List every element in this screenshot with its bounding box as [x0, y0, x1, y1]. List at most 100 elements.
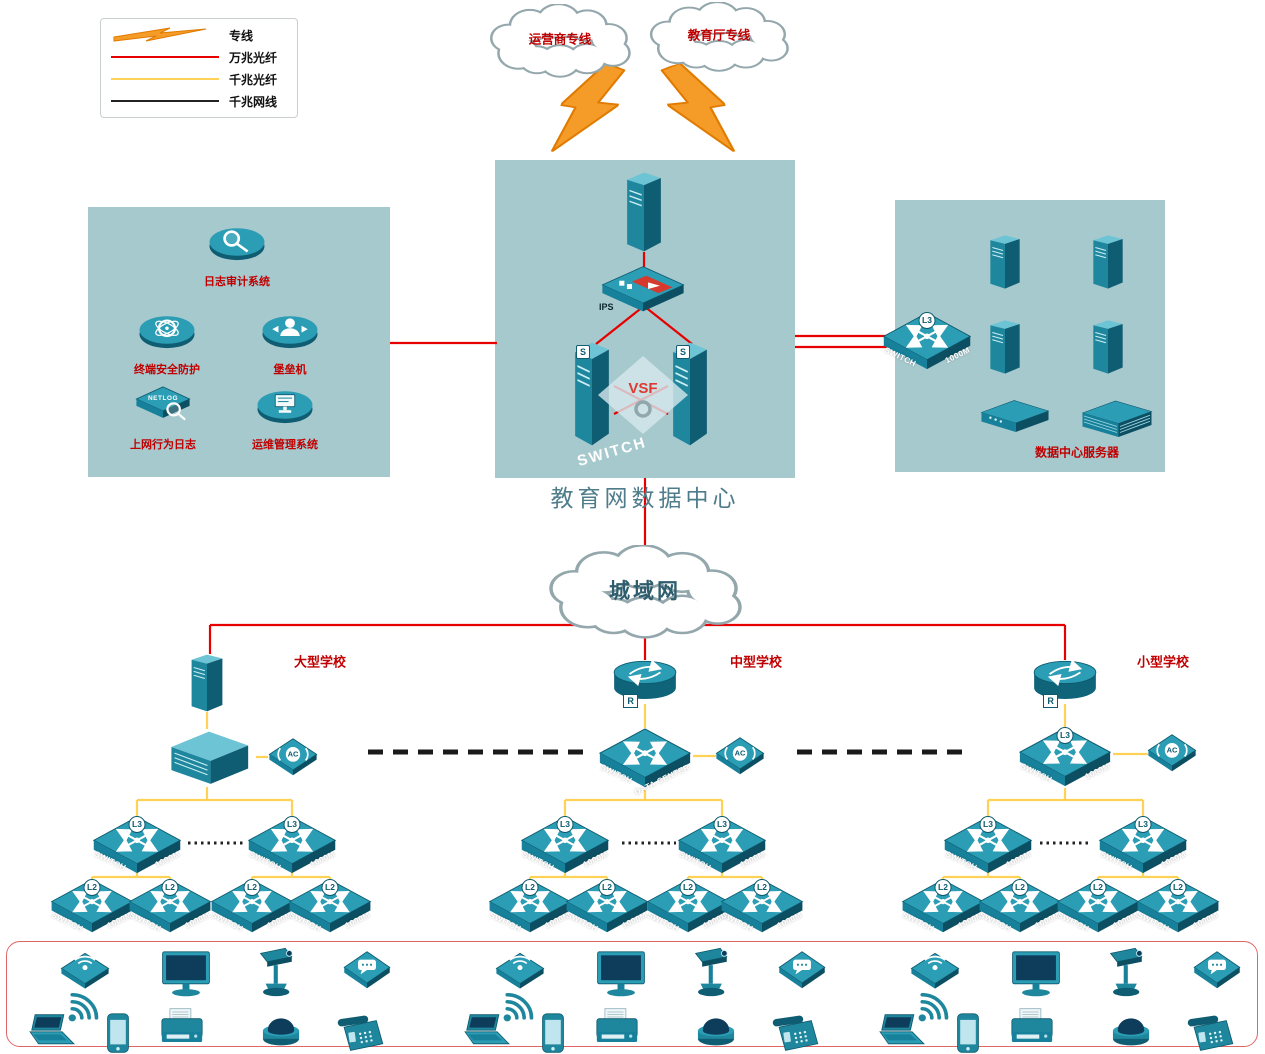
large-school-l3-switch-1-badge: L3	[128, 815, 146, 833]
server-zone-title: 数据中心服务器	[1034, 445, 1120, 460]
small-school-router-badge: R	[1043, 694, 1058, 708]
datacenter-rack	[1072, 398, 1156, 440]
datacenter-server	[1088, 233, 1128, 291]
smartphone-icon-g1	[105, 1012, 131, 1054]
large-school-storage-server-icon	[170, 731, 249, 785]
datacenter-storage	[971, 399, 1053, 435]
chat-terminal-glyph	[778, 951, 826, 989]
dome-camera-glyph	[1112, 1018, 1150, 1046]
large-school-storage-server	[162, 727, 256, 787]
ptz-camera-icon-g1	[254, 945, 300, 997]
bastion-host-icon	[262, 316, 318, 349]
carrier-cloud-label: 运营商专线	[528, 32, 592, 47]
dome-camera-glyph	[697, 1018, 735, 1046]
desk-phone-icon-g3	[1186, 1014, 1236, 1052]
dome-camera-icon-g1	[258, 1011, 304, 1047]
small-school-agg-switch-badge: L3	[1056, 726, 1074, 744]
small-school-l2-switch-1-badge: L2	[934, 878, 952, 896]
netlog-badge: NETLOG	[147, 395, 179, 402]
small-school-ac-controller: AC	[1145, 733, 1199, 773]
legend-label: 千兆网线	[229, 94, 278, 109]
edu-cloud-label: 教育厅专线	[687, 28, 751, 43]
ops-management-label: 运维管理系统	[252, 439, 318, 451]
endpoint-zone-border	[6, 941, 1258, 1047]
medium-school-l3-switch-2-badge: L3	[713, 815, 731, 833]
medium-school-agg-switch-icon	[597, 727, 693, 789]
small-school-l3-switch-1-badge: L3	[979, 815, 997, 833]
datacenter-server	[985, 233, 1025, 291]
legend-row-dedicated: 专线	[109, 24, 289, 46]
terminal-security: 终端安全防护	[102, 305, 232, 377]
desktop-pc-glyph	[597, 951, 645, 997]
medium-school-l3-switch-1-badge: L3	[556, 815, 574, 833]
dome-camera-icon-g3	[1108, 1011, 1154, 1047]
small-school-l2-switch-4-badge: L2	[1169, 878, 1187, 896]
small-school-router-icon	[1029, 657, 1101, 705]
printer-glyph	[596, 1008, 638, 1043]
chat-terminal-icon-g3	[1191, 950, 1243, 990]
large-school-l3-switch-2-badge: L3	[283, 815, 301, 833]
smartphone-icon-g2	[540, 1012, 566, 1054]
netlog-icon	[135, 385, 191, 421]
bastion-host-label: 堡垒机	[273, 364, 307, 376]
medium-school-router-badge: R	[623, 694, 638, 708]
laptop-glyph	[879, 1014, 925, 1045]
chat-terminal-icon-g2	[776, 950, 828, 990]
medium-school-l2-switch-3-badge: L2	[679, 878, 697, 896]
netlog-label: 上网行为日志	[130, 439, 196, 451]
legend-yellow-line-icon	[109, 78, 221, 80]
large-school-l2-switch-1-badge: L2	[83, 878, 101, 896]
terminal-security-icon	[138, 315, 196, 350]
large-school-name: 大型学校	[293, 654, 347, 670]
desk-phone-icon-g2	[771, 1014, 821, 1052]
legend-row-1g-cable: 千兆网线	[109, 90, 289, 112]
medium-school-router-icon	[609, 657, 681, 705]
smartphone-glyph	[542, 1013, 564, 1053]
small-school-l2-switch-2-badge: L2	[1011, 878, 1029, 896]
laptop-icon-g1	[25, 1013, 79, 1049]
medium-school-ac-controller: AC	[713, 736, 767, 776]
switch-brand-logo: S	[676, 345, 690, 359]
netlog-system: NETLOG 上网行为日志	[98, 380, 228, 452]
dome-camera-icon-g2	[693, 1011, 739, 1047]
medium-school-ac-controller-label: AC	[734, 748, 746, 758]
large-school-l2-switch-4-badge: L2	[321, 878, 339, 896]
laptop-glyph	[464, 1014, 510, 1045]
chat-terminal-icon-g1	[341, 950, 393, 990]
legend-red-line-icon	[109, 56, 221, 58]
large-school-core-server	[186, 652, 228, 714]
small-school-ac-controller-label: AC	[1166, 745, 1178, 755]
desk-phone-icon-g1	[336, 1014, 386, 1052]
ips-label: IPS	[599, 302, 614, 312]
datacenter-title: 教育网数据中心	[550, 486, 740, 511]
datacenter-server	[1088, 318, 1128, 376]
legend-label: 万兆光纤	[229, 50, 278, 65]
desktop-pc-icon-g3	[1010, 950, 1062, 998]
legend-black-line-icon	[109, 100, 221, 102]
desktop-pc-icon-g2	[595, 950, 647, 998]
desk-phone-glyph	[1186, 1014, 1234, 1051]
smartphone-glyph	[107, 1013, 129, 1053]
desktop-pc-icon-g1	[160, 950, 212, 998]
ptz-camera-glyph	[260, 947, 293, 997]
vsf-overlay: VSF	[598, 356, 688, 434]
desk-phone-glyph	[771, 1014, 819, 1051]
dome-camera-glyph	[262, 1018, 300, 1046]
large-school-l2-switch-2-badge: L2	[161, 878, 179, 896]
bastion-host: 堡垒机	[225, 305, 355, 377]
ops-management-icon	[256, 390, 314, 424]
smartphone-icon-g3	[955, 1012, 981, 1054]
large-school-ac-controller: AC	[266, 737, 320, 777]
printer-glyph	[161, 1008, 203, 1043]
